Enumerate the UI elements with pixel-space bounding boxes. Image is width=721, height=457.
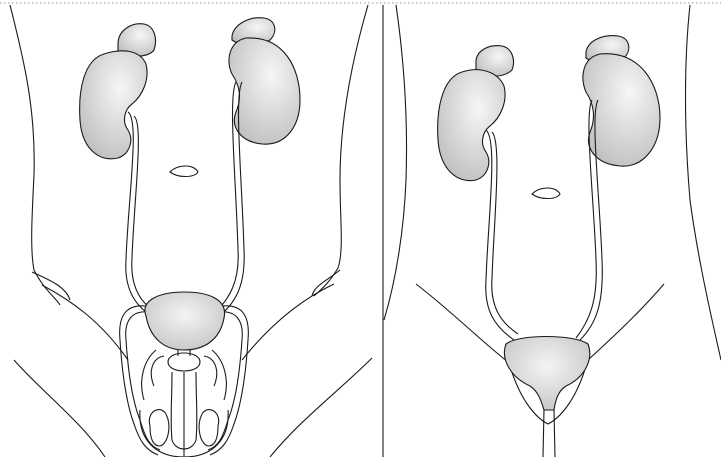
female-kidney-left [438,70,505,181]
female-ureter-left [486,130,514,340]
male-hip-line-right [312,270,340,296]
female-urethra-left [543,410,544,457]
male-seminal-vesicle-left [151,356,164,386]
female-body-left-contour [384,5,407,320]
male-seminal-vesicle-right [204,356,217,386]
male-figure [10,5,372,457]
male-body-left-contour [10,5,60,305]
female-body-right-contour [686,5,721,360]
male-thigh-right [270,358,372,457]
female-ureter-left-inner [492,132,518,334]
female-groin-line-left [416,284,508,362]
male-testis-left [149,410,169,446]
female-groin-line-right [588,284,664,360]
male-bladder [145,292,225,350]
female-kidney-right [583,54,660,166]
female-figure [384,5,721,457]
male-kidney-left [80,51,147,159]
male-navel [170,166,198,177]
male-prostate [168,353,200,371]
male-thigh-left [14,360,105,457]
female-bladder [504,337,589,411]
male-testis-right [199,410,219,446]
male-ureter-left-inner [132,116,150,308]
male-vas-inner-left [142,350,156,400]
male-vas-inner-right [212,350,226,400]
male-groin-line-left [42,285,128,360]
female-urethra-right [554,410,555,457]
female-navel [532,188,560,199]
male-body-right-contour [314,5,368,296]
male-groin-line-right [242,284,334,360]
